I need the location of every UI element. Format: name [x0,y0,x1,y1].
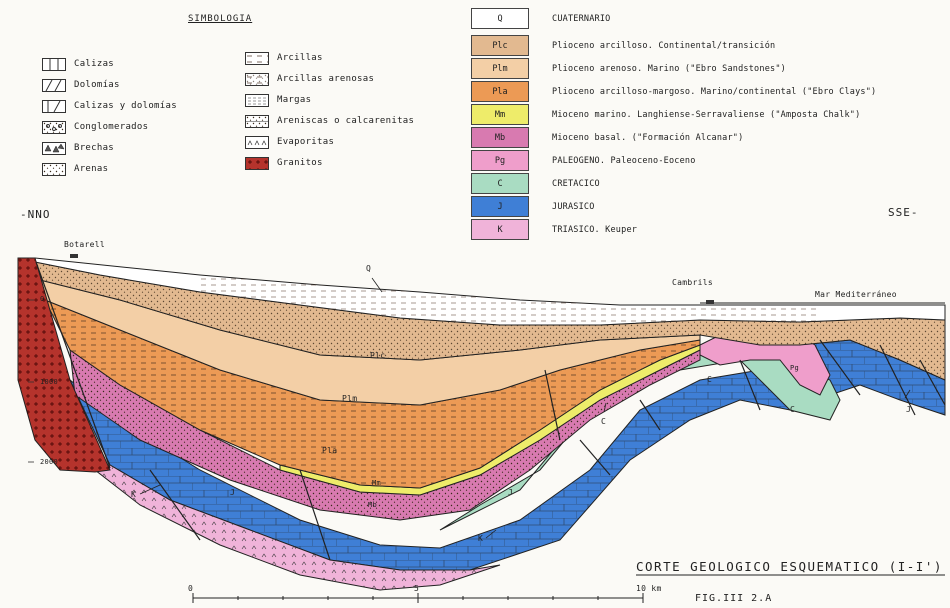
section-label-j3: J [906,405,911,414]
section-label-k1: K [131,490,136,499]
scale-label-mid: 5 [414,584,419,593]
section-label-k2: K [478,534,483,543]
scale-bar [193,593,643,603]
section-label-pla: Pla [322,446,337,455]
section-label-mb: Mb [368,501,377,509]
section-label-plc: Plc [370,351,385,360]
section-label-c3: C [601,417,606,426]
section-label-mm: Mm [372,479,381,487]
place-mar-mediterraneo: Mar Mediterráneo [815,290,897,299]
section-label-q: Q [366,264,371,273]
section-label-plm: Plm [342,394,357,403]
section-label-pg: Pg [790,364,799,372]
scale-label-unit: 10 km [636,584,662,593]
section-label-j2: J [508,488,513,497]
cambrils-pin-icon [706,300,714,304]
place-cambrils: Cambrils [672,278,713,287]
place-botarell: Botarell [64,240,105,249]
section-label-j1: J [230,488,235,497]
depth-tick-1000: 1000 [40,378,58,386]
botarell-pin-icon [70,254,78,258]
scale-label-start: 0 [188,584,193,593]
section-title: CORTE GEOLOGICO ESQUEMATICO (I-I') [636,559,943,574]
figure-label: FIG.III 2.A [695,593,772,604]
depth-tick-2000: 2000 [40,458,58,466]
section-label-c1: C [707,375,712,384]
section-label-c2: C [790,405,795,414]
depth-tick-0: 0 [40,295,45,303]
